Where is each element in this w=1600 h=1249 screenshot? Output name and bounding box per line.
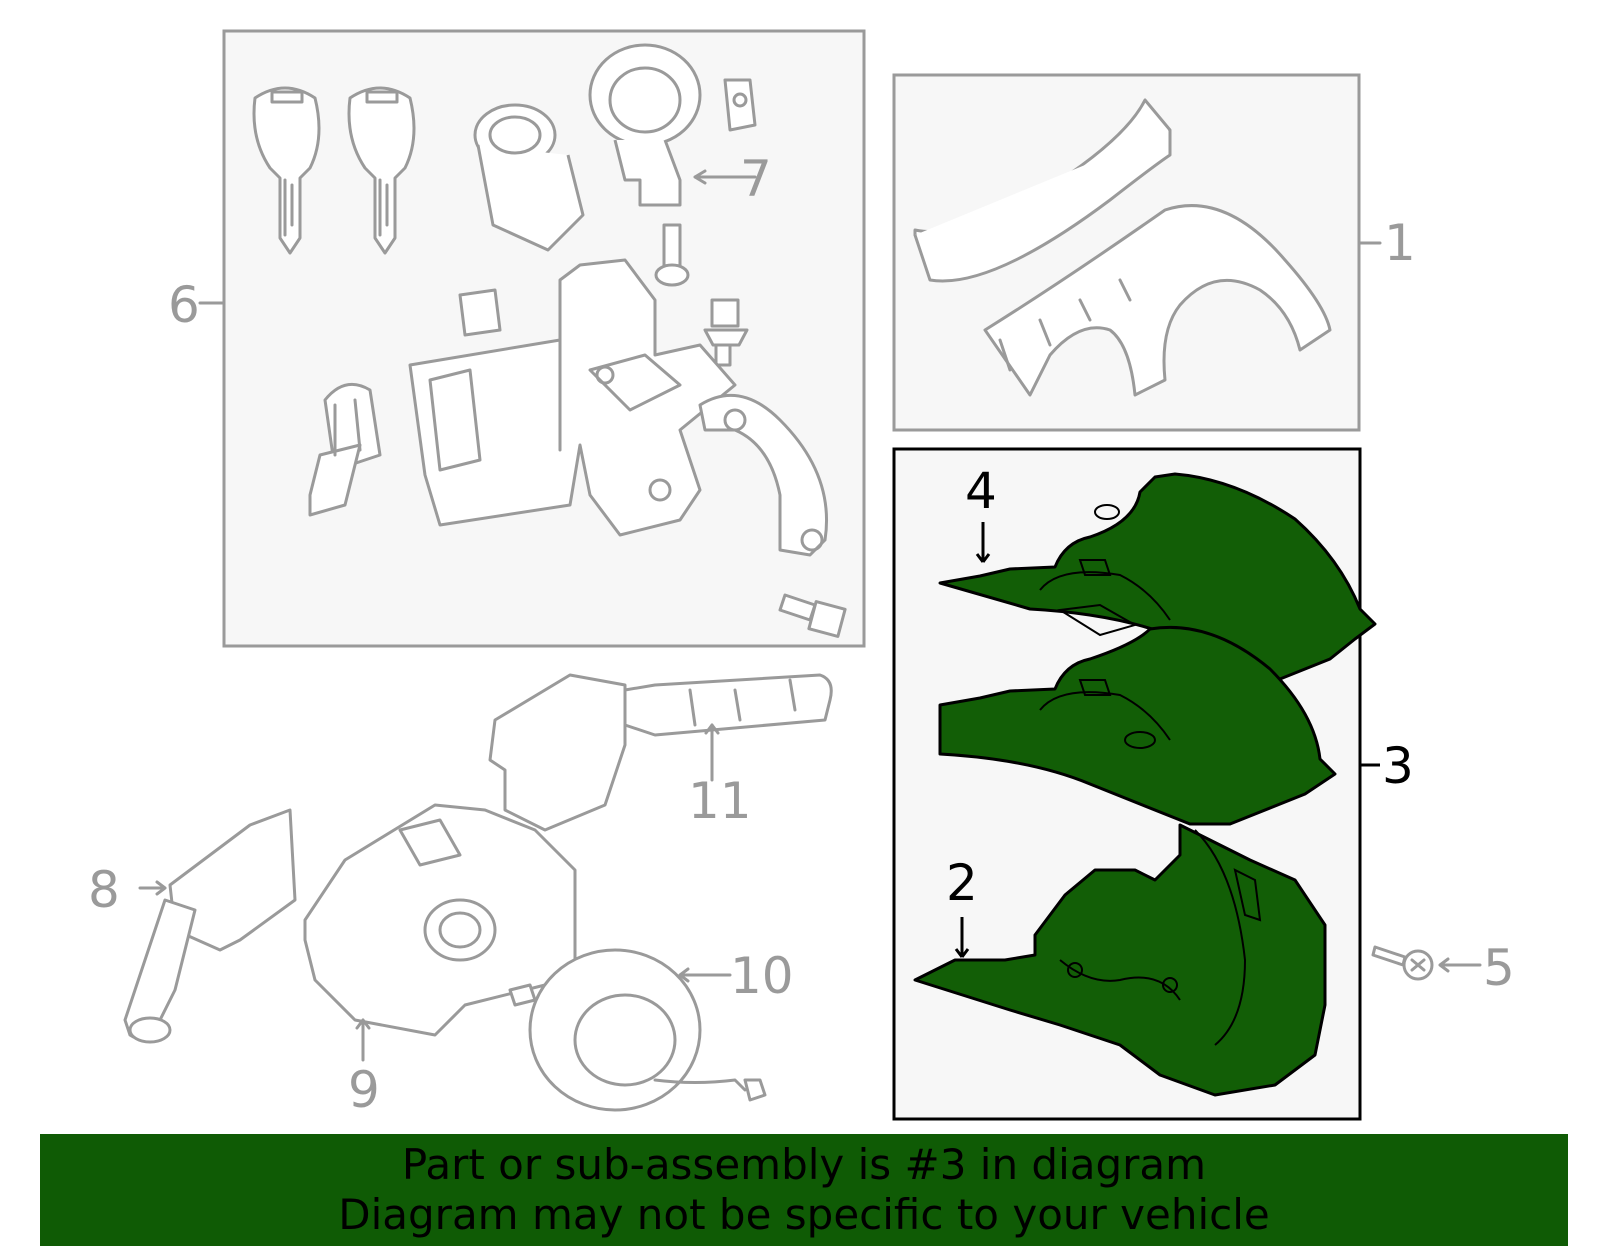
clock-spring: [508, 948, 767, 1112]
column-cover-middle: [938, 625, 1337, 826]
leader-lines: [138, 169, 1482, 1062]
wiper-switch: [488, 673, 833, 832]
column-clamp: [698, 393, 829, 557]
callout-6: 6: [168, 276, 200, 334]
steering-lock-housing: [408, 258, 737, 537]
bolt-top: [654, 223, 690, 287]
callout-2: 2: [946, 854, 978, 912]
callout-9: 9: [348, 1061, 380, 1119]
bolt-bottom: [778, 593, 847, 638]
screw: [1371, 945, 1434, 981]
small-block: [458, 288, 502, 337]
callout-5: 5: [1483, 939, 1515, 997]
lower-trim-panel: [983, 204, 1332, 397]
footer-line-2: Diagram may not be specific to your vehi…: [338, 1190, 1270, 1239]
assembly-box-3: [892, 447, 1377, 1121]
lower-column-cover: [913, 823, 1327, 1097]
callout-8: 8: [88, 861, 120, 919]
lock-actuator: [308, 382, 382, 517]
assembly-box-1: [892, 73, 1361, 432]
bolt-mid: [703, 298, 749, 367]
key-left: [252, 86, 321, 255]
assembly-box-6: [222, 29, 866, 648]
ignition-ring: [588, 43, 702, 207]
light-switch: [123, 808, 297, 1044]
callout-3: 3: [1382, 737, 1414, 795]
footer-line-1: Part or sub-assembly is #3 in diagram: [401, 1140, 1207, 1189]
lock-cylinder: [473, 103, 585, 252]
combination-switch-body: [303, 803, 577, 1037]
footer-banner: Part or sub-assembly is #3 in diagram Di…: [40, 1134, 1568, 1246]
callout-7: 7: [740, 150, 772, 208]
small-clip: [723, 78, 757, 132]
callout-1: 1: [1384, 214, 1416, 272]
callout-10: 10: [730, 947, 794, 1005]
upper-trim-strip: [913, 98, 1172, 283]
key-right: [347, 86, 416, 255]
callout-4: 4: [965, 462, 997, 520]
callout-11: 11: [688, 772, 752, 830]
